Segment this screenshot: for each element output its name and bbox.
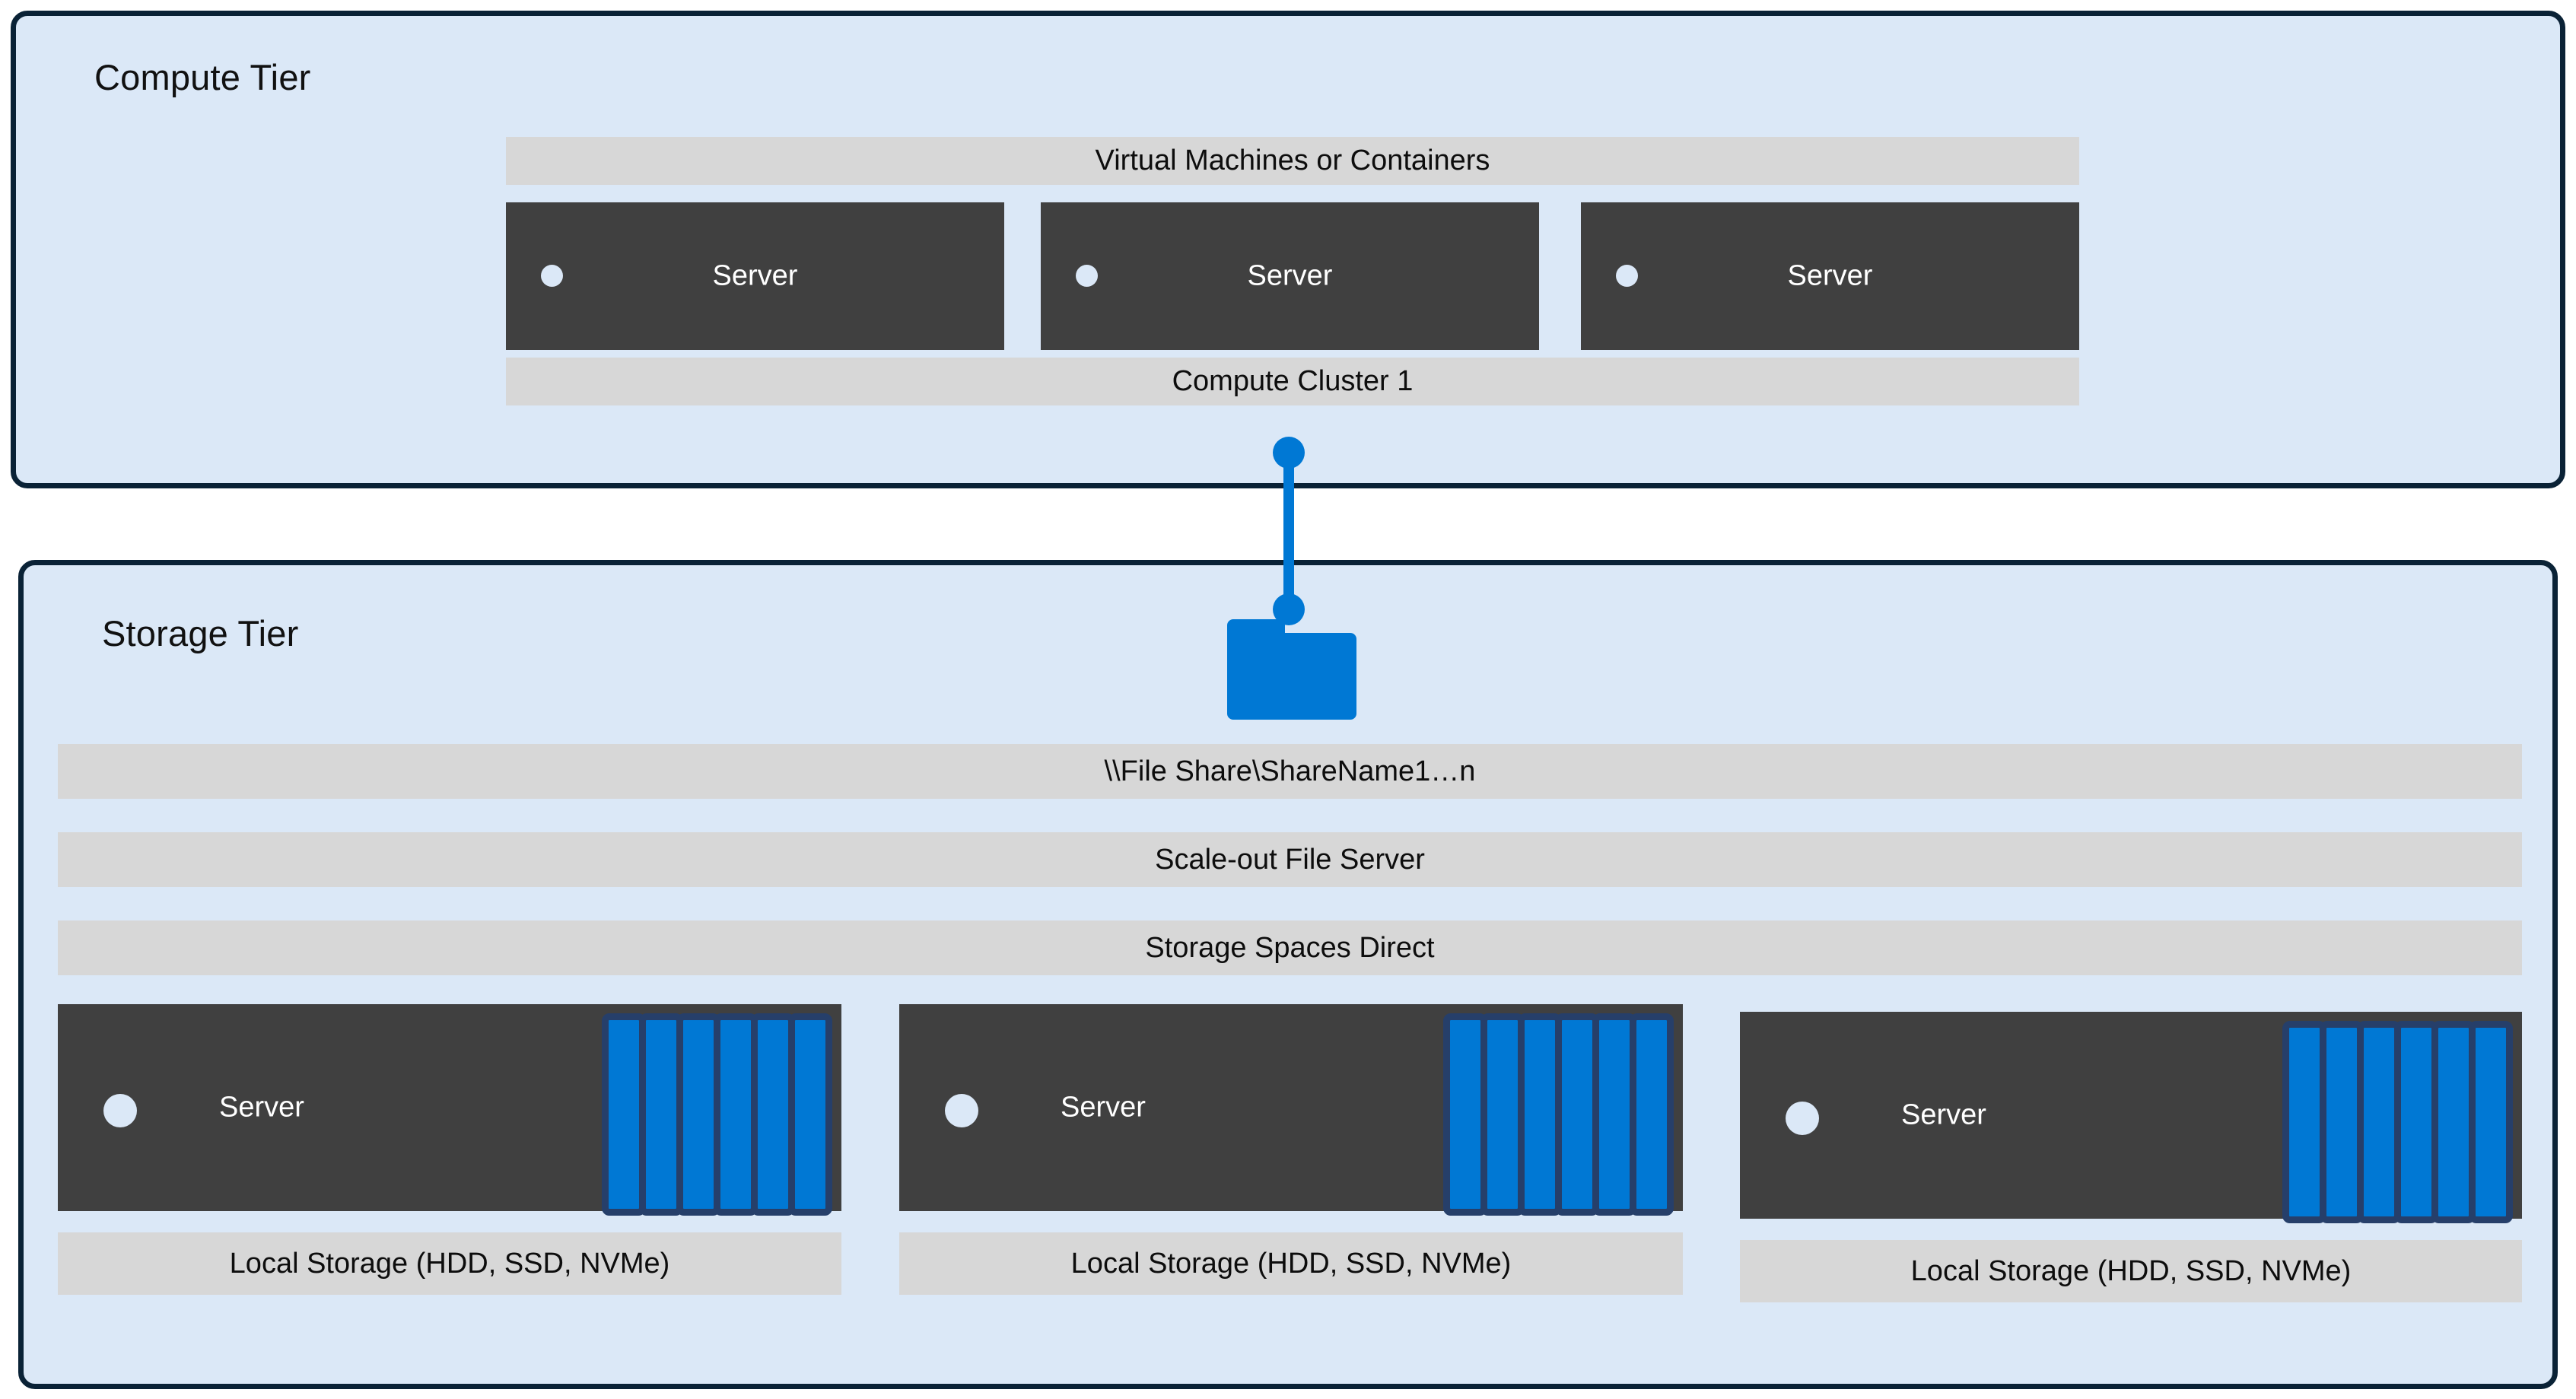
connector-endpoint-dot-icon [1273,437,1305,469]
compute-server-label: Server [712,259,798,292]
compute-server-node[interactable]: Server [1581,202,2079,350]
storage-spaces-direct-bar: Storage Spaces Direct [58,920,2522,975]
disk-bay-icon [2469,1021,2513,1223]
disk-bay-icon [1443,1013,1487,1216]
disk-bay-icon [788,1013,832,1216]
storage-node-column: Server Local Storage (HDD, SSD, NVMe) [1740,1004,2522,1385]
file-share-bar-label: \\File Share\ShareName1…n [1104,755,1476,787]
storage-server-label: Server [1061,1091,1146,1124]
disk-bay-icon [1480,1013,1525,1216]
compute-server-group: Server Server Server [506,202,2079,350]
storage-spaces-direct-bar-label: Storage Spaces Direct [1145,931,1435,964]
storage-tier-title: Storage Tier [102,613,299,653]
tier-connector-line [1283,446,1294,616]
status-dot-icon [1616,265,1638,287]
local-storage-bar: Local Storage (HDD, SSD, NVMe) [1740,1240,2522,1302]
storage-server-label: Server [1901,1099,1986,1131]
disk-bay-icon [1630,1013,1674,1216]
compute-tier-title: Compute Tier [94,57,311,97]
compute-cluster-bar-label: Compute Cluster 1 [1172,365,1414,397]
compute-server-label: Server [1247,259,1333,292]
disk-array [1443,1013,1674,1216]
compute-server-node[interactable]: Server [1041,202,1539,350]
local-storage-bar-label: Local Storage (HDD, SSD, NVMe) [1910,1254,2352,1287]
virtual-machines-bar: Virtual Machines or Containers [506,137,2079,185]
compute-server-label: Server [1787,259,1873,292]
file-share-bar: \\File Share\ShareName1…n [58,744,2522,799]
storage-server-node[interactable]: Server [1740,1012,2522,1223]
storage-server-node[interactable]: Server [899,1004,1683,1216]
status-dot-icon [541,265,563,287]
local-storage-bar: Local Storage (HDD, SSD, NVMe) [899,1232,1683,1295]
scale-out-file-server-bar: Scale-out File Server [58,832,2522,887]
status-dot-icon [103,1094,137,1127]
folder-body [1227,633,1356,720]
compute-cluster-bar: Compute Cluster 1 [506,358,2079,405]
storage-server-label: Server [219,1091,304,1124]
status-dot-icon [1786,1102,1819,1135]
storage-node-column: Server Local Storage (HDD, SSD, NVMe) [58,1004,841,1385]
status-dot-icon [1076,265,1098,287]
local-storage-bar-label: Local Storage (HDD, SSD, NVMe) [229,1247,670,1280]
disk-array [2282,1021,2513,1223]
folder-icon [1227,619,1356,720]
local-storage-bar: Local Storage (HDD, SSD, NVMe) [58,1232,841,1295]
storage-server-node[interactable]: Server [58,1004,841,1216]
virtual-machines-bar-label: Virtual Machines or Containers [1095,145,1490,176]
disk-bay-icon [2431,1021,2476,1223]
local-storage-bar-label: Local Storage (HDD, SSD, NVMe) [1070,1247,1512,1280]
compute-server-node[interactable]: Server [506,202,1004,350]
scale-out-file-server-bar-label: Scale-out File Server [1155,843,1425,876]
disk-array [602,1013,832,1216]
status-dot-icon [945,1094,978,1127]
storage-node-column: Server Local Storage (HDD, SSD, NVMe) [899,1004,1683,1385]
